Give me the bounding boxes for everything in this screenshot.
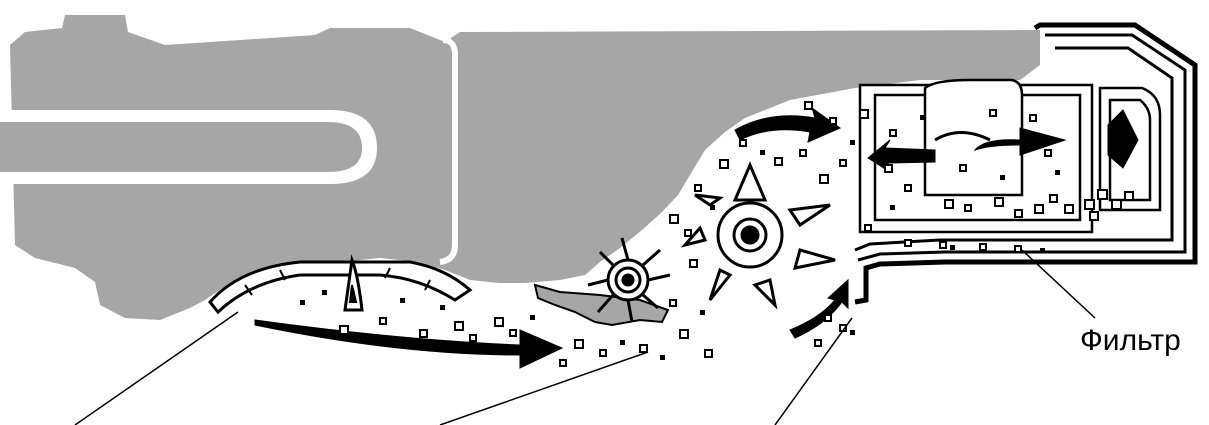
debris-dots	[300, 115, 1060, 360]
debris-particles	[339, 101, 1134, 367]
vacuum-body	[10, 15, 1040, 320]
handle-slot-inner	[0, 122, 362, 172]
fan-impeller	[680, 161, 836, 310]
brush-holder	[533, 283, 670, 327]
front-roller-guard	[208, 254, 473, 315]
airflow-arrow-bin-inner	[934, 131, 991, 142]
body-seam	[439, 37, 458, 265]
airflow-arrow-lower	[789, 278, 849, 339]
airflow-arrow-main	[254, 319, 564, 369]
leader-lines	[74, 249, 1096, 425]
small-brush-roller	[587, 237, 671, 323]
airflow-arrow-fan	[734, 106, 842, 143]
airflow-arrow-bin-top	[973, 127, 1067, 156]
leader-line-inlet	[774, 317, 853, 425]
airflow-arrow-right-chamber	[1107, 109, 1139, 169]
leader-line-brush	[439, 351, 649, 425]
leader-line-front-roller	[74, 311, 239, 425]
leader-line-filter	[1021, 249, 1096, 319]
filter-label: Фильтр	[1080, 324, 1181, 357]
